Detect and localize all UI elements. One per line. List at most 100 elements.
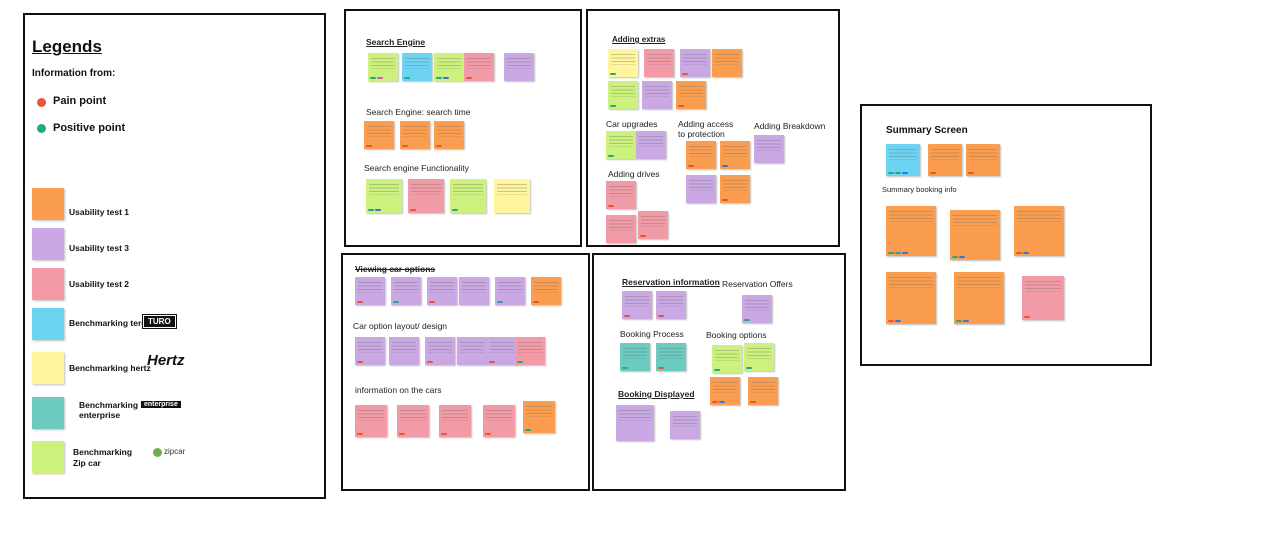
sticky-note	[608, 81, 638, 109]
legend-subtitle: Information from:	[32, 68, 116, 79]
sticky-note	[712, 345, 742, 373]
enterprise-logo: enterprise	[141, 401, 181, 408]
sticky-note	[620, 343, 650, 371]
swatch-usability-test-3	[32, 228, 64, 260]
sticky-note	[670, 411, 700, 439]
pain-point-dot	[37, 98, 46, 107]
sticky-note	[450, 179, 486, 213]
sticky-note	[364, 121, 394, 149]
sticky-note	[606, 181, 636, 209]
label-usability-test-2: Usability test 2	[69, 279, 129, 289]
swatch-benchmarking-tero	[32, 308, 64, 340]
sticky-note	[656, 343, 686, 371]
sticky-note	[928, 144, 962, 176]
sticky-note	[886, 144, 920, 176]
sticky-note	[966, 144, 1000, 176]
sticky-note	[1022, 276, 1064, 320]
section-summary-booking-info: Summary booking info	[882, 185, 957, 194]
section-booking-options: Booking options	[706, 330, 767, 340]
sticky-note	[389, 337, 419, 365]
sticky-note	[434, 53, 464, 81]
viewing-car-options-frame: Viewing car options Car option layout/ d…	[341, 253, 590, 491]
section-viewing-car-options: Viewing car options	[355, 264, 436, 274]
sticky-note	[644, 49, 674, 77]
sticky-note	[638, 211, 668, 239]
swatch-benchmarking-zip-car	[32, 441, 64, 473]
sticky-note	[355, 277, 385, 305]
adding-extras-frame: Adding extras Car upgrades Adding access…	[586, 9, 840, 247]
sticky-note	[425, 337, 455, 365]
hertz-logo: Hertz	[147, 352, 185, 369]
sticky-note	[400, 121, 430, 149]
section-search-engine: Search Engine	[366, 37, 426, 47]
label-benchmarking-hertz: Benchmarking hertz	[69, 363, 151, 373]
sticky-note	[676, 81, 706, 109]
positive-point-label: Positive point	[53, 122, 126, 134]
sticky-note	[950, 210, 1000, 260]
sticky-note	[495, 277, 525, 305]
sticky-note	[515, 337, 545, 365]
section-search-time: Search Engine: search time	[366, 107, 471, 117]
reservation-frame: Reservation information Reservation Offe…	[592, 253, 846, 491]
sticky-note	[1014, 206, 1064, 256]
zipcar-logo: zipcar	[164, 447, 186, 456]
sticky-note	[402, 53, 432, 81]
section-adding-breakdown: Adding Breakdown	[754, 121, 826, 131]
sticky-note	[742, 295, 772, 323]
section-adding-extras: Adding extras	[612, 35, 666, 44]
sticky-note	[616, 405, 654, 441]
sticky-note	[608, 49, 638, 77]
sticky-note	[686, 141, 716, 169]
section-information-cars: information on the cars	[355, 385, 442, 395]
label-benchmarking-enterprise: Benchmarking enterprise	[79, 400, 139, 420]
sticky-note	[748, 377, 778, 405]
section-car-option-layout: Car option layout/ design	[353, 321, 448, 331]
sticky-note	[642, 81, 672, 109]
turo-logo: TURO	[142, 314, 177, 329]
sticky-note	[636, 131, 666, 159]
sticky-note	[368, 53, 398, 81]
positive-point-dot	[37, 124, 46, 133]
label-benchmarking-zip-car: Benchmarking Zip car	[73, 447, 133, 468]
sticky-note	[710, 377, 740, 405]
sticky-note	[391, 277, 421, 305]
sticky-note	[606, 131, 636, 159]
sticky-note	[744, 343, 774, 371]
label-benchmarking-tero: Benchmarking tero	[69, 318, 147, 328]
legend-title: Legends	[32, 37, 102, 56]
section-reservation-offers: Reservation Offers	[722, 279, 793, 289]
section-access-protection: Adding access to protection	[678, 119, 734, 139]
sticky-note	[606, 215, 636, 243]
sticky-note	[457, 337, 487, 365]
sticky-note	[355, 337, 385, 365]
section-reservation-information: Reservation information	[622, 277, 720, 287]
summary-frame: Summary Screen Summary booking info	[860, 104, 1152, 366]
sticky-note	[686, 175, 716, 203]
sticky-note	[459, 277, 489, 305]
label-usability-test-3: Usability test 3	[69, 243, 129, 253]
sticky-note	[680, 49, 710, 77]
section-booking-displayed: Booking Displayed	[618, 389, 695, 399]
sticky-note	[397, 405, 429, 437]
sticky-note	[355, 405, 387, 437]
search-engine-frame: Search Engine Search Engine: search time…	[344, 9, 582, 247]
section-car-upgrades: Car upgrades	[606, 119, 658, 129]
sticky-note	[720, 175, 750, 203]
sticky-note	[754, 135, 784, 163]
swatch-benchmarking-enterprise	[32, 397, 64, 429]
sticky-note	[886, 206, 936, 256]
sticky-note	[487, 337, 517, 365]
pain-point-label: Pain point	[53, 95, 107, 107]
sticky-note	[523, 401, 555, 433]
sticky-note	[494, 179, 530, 213]
sticky-note	[656, 291, 686, 319]
sticky-note	[622, 291, 652, 319]
sticky-note	[954, 272, 1004, 324]
sticky-note	[886, 272, 936, 324]
sticky-note	[408, 179, 444, 213]
swatch-usability-test-2	[32, 268, 64, 300]
section-adding-drives: Adding drives	[608, 169, 660, 179]
swatch-benchmarking-hertz	[32, 352, 64, 384]
sticky-note	[483, 405, 515, 437]
sticky-note	[464, 53, 494, 81]
